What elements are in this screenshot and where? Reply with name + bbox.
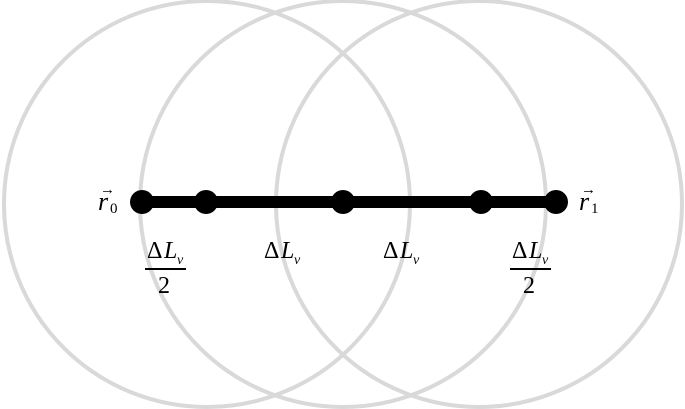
start-endpoint-symbol: r xyxy=(98,187,109,216)
end-endpoint-vector-mark: → xyxy=(581,182,596,198)
left-full-symbol: L xyxy=(280,238,294,264)
start-endpoint-subscript: 0 xyxy=(110,201,118,217)
right-full-symbol: L xyxy=(399,238,413,264)
segment-group xyxy=(130,190,568,214)
right-half-subscript: v xyxy=(542,253,549,268)
left-half-segment-label: Δ L v 2 xyxy=(145,238,186,299)
left-half-symbol: L xyxy=(163,238,177,264)
start-node xyxy=(130,190,154,214)
left-node xyxy=(194,190,218,214)
end-endpoint-label: r → 1 xyxy=(579,182,599,217)
right-half-delta: Δ xyxy=(512,238,527,264)
end-endpoint-subscript: 1 xyxy=(591,201,599,217)
right-half-denominator: 2 xyxy=(523,273,535,299)
left-half-delta: Δ xyxy=(147,238,162,264)
right-node xyxy=(469,190,493,214)
end-endpoint-symbol: r xyxy=(579,187,590,216)
left-half-subscript: v xyxy=(177,253,184,268)
right-half-segment-label: Δ L v 2 xyxy=(510,238,551,299)
end-node xyxy=(544,190,568,214)
start-endpoint-label: r → 0 xyxy=(98,182,118,217)
left-full-segment-label: Δ L v xyxy=(264,238,301,268)
right-half-symbol: L xyxy=(528,238,542,264)
left-half-denominator: 2 xyxy=(158,273,170,299)
left-full-delta: Δ xyxy=(264,238,279,264)
start-endpoint-vector-mark: → xyxy=(100,182,115,198)
right-full-delta: Δ xyxy=(383,238,398,264)
right-full-segment-label: Δ L v xyxy=(383,238,420,268)
right-full-subscript: v xyxy=(413,253,420,268)
left-full-subscript: v xyxy=(294,253,301,268)
center-node xyxy=(331,190,355,214)
